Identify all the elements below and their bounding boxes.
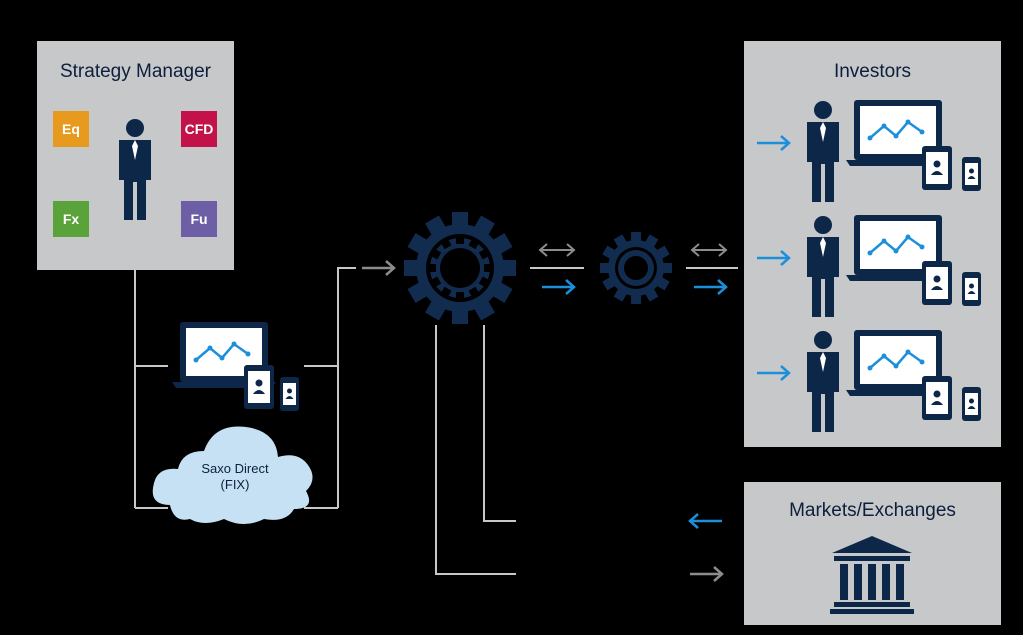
fx-badge: Fx <box>53 201 89 237</box>
investor-person-icon <box>807 101 839 202</box>
strategy-manager-title: Strategy Manager <box>59 61 212 82</box>
tablet-icon <box>244 365 274 409</box>
tablet-icon <box>922 261 952 305</box>
arrow-right-icon <box>755 364 791 382</box>
arrow-right-icon <box>688 565 724 583</box>
markets-title: Markets/Exchanges <box>789 500 956 521</box>
arrow-right-icon <box>755 249 791 267</box>
phone-icon <box>962 157 981 191</box>
arrow-right-icon <box>540 278 576 296</box>
cloud-label-line2: (FIX) <box>220 477 250 492</box>
cloud-icon <box>152 426 313 524</box>
arrow-right-icon <box>360 259 396 277</box>
small-gear-icon <box>600 232 672 304</box>
tablet-icon <box>922 146 952 190</box>
investor-person-icon <box>807 216 839 317</box>
large-gear-icon <box>404 212 516 324</box>
arrow-left-icon <box>688 512 724 530</box>
phone-icon <box>962 272 981 306</box>
double-arrow-icon <box>539 243 575 257</box>
strategy-manager-panel: Strategy Manager Eq CFD Fx Fu <box>37 41 234 270</box>
markets-panel: Markets/Exchanges <box>744 482 1001 625</box>
tablet-icon <box>922 376 952 420</box>
investor-row-1 <box>755 98 981 202</box>
investor-row-3 <box>755 328 981 432</box>
manager-devices <box>170 320 299 411</box>
cfd-badge: CFD <box>181 111 217 147</box>
investor-person-icon <box>807 331 839 432</box>
cloud-label-line1: Saxo Direct <box>201 461 269 476</box>
phone-icon <box>280 377 299 411</box>
futures-badge: Fu <box>181 201 217 237</box>
investor-row-2 <box>755 213 981 317</box>
equity-badge: Eq <box>53 111 89 147</box>
strategy-manager-person-icon <box>119 119 151 220</box>
phone-icon <box>962 387 981 421</box>
double-arrow-icon <box>691 243 727 257</box>
connector-lines <box>134 267 738 575</box>
arrow-right-icon <box>755 134 791 152</box>
bank-building-icon <box>830 536 914 614</box>
arrow-right-icon <box>692 278 728 296</box>
cloud-label: Saxo Direct (FIX) <box>150 461 320 493</box>
investors-title: Investors <box>833 61 912 82</box>
